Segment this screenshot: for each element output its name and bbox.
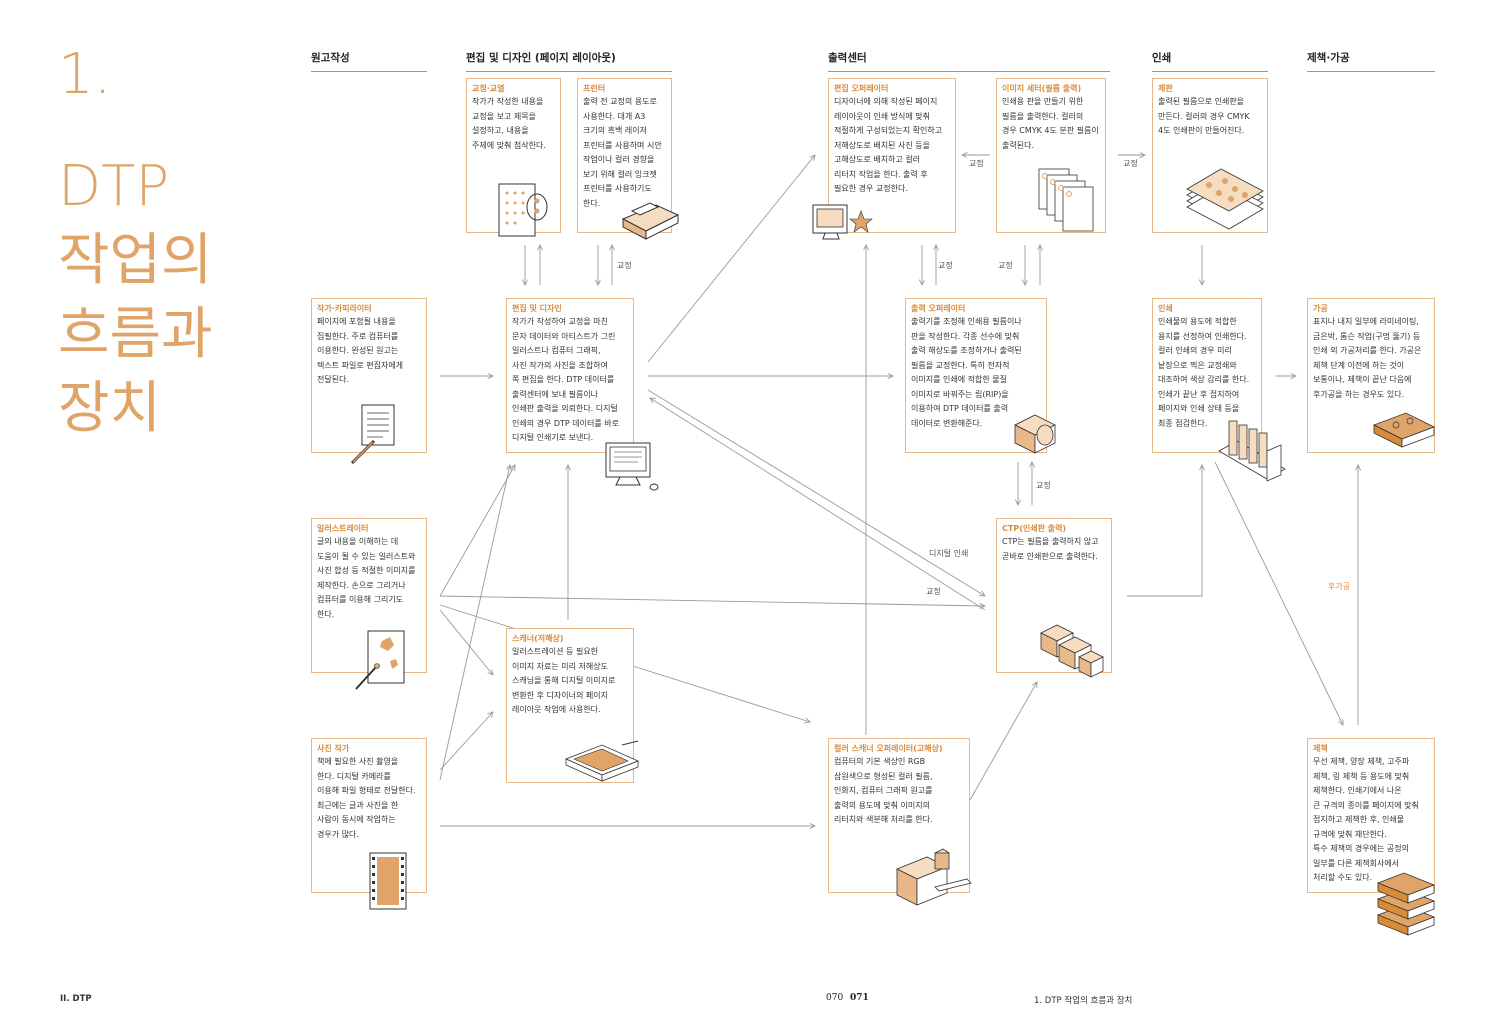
manuscript-pen-icon [350, 404, 395, 465]
column-header-binding: 제책·가공 [1307, 50, 1435, 72]
box-copywriter-title: 작가·카피라이터 [317, 304, 372, 313]
label-proof-6: 교정 [1035, 480, 1052, 491]
box-edit-design-title: 편집 및 디자인 [512, 304, 562, 313]
page-title: DTP 작업의 흐름과 장치 [58, 150, 213, 446]
box-scanner-high-title: 컬러 스캐너 오퍼레이터(고해상) [834, 744, 943, 753]
box-scanner-high: 컬러 스캐너 오퍼레이터(고해상) 컴퓨터의 기본 색상인 RGB 삼원색으로 … [828, 738, 972, 906]
box-photographer: 사진 작가 책에 필요한 사진 촬영을 한다. 디지털 카메라를 이용해 파일 … [311, 738, 427, 910]
box-illustrator-text: 글의 내용을 이해하는 데 도움이 될 수 있는 일러스트와 사진 합성 등 적… [317, 537, 416, 619]
title-line-2: 작업의 [58, 228, 213, 293]
box-photographer-text: 책에 필요한 사진 촬영을 한다. 디지털 카메라를 이용해 파일 형태로 전달… [317, 757, 416, 839]
label-proof-7: 교정 [925, 586, 942, 597]
rip-machine-icon [1014, 414, 1056, 454]
computer-monitor-icon [812, 204, 873, 240]
box-output-operator-text: 출력기를 조정해 인쇄용 필름이나 판을 작성한다. 각종 선수에 맞춰 출력 … [911, 317, 1022, 428]
footer-chapter: 1. DTP 작업의 흐름과 장치 [1034, 996, 1133, 1006]
box-illustrator-title: 일러스트레이터 [317, 524, 369, 533]
box-imagesetter-title: 이미지 세터(필름 출력) [1002, 84, 1082, 93]
label-proof-4: 교정 [937, 260, 954, 271]
footer-section: II. DTP [60, 994, 92, 1004]
box-proofreading: 교정·교열 작가가 작성한 내용을 교정을 보고 제목을 설정하고, 내용을 주… [466, 78, 561, 237]
computer-monitor-icon [605, 442, 659, 491]
page-number-right: 071 [850, 993, 869, 1003]
box-edit-design-text: 작가가 작성하여 교정을 마친 문자 데이터와 아티스트가 그린 일러스트나 컴… [512, 317, 620, 442]
label-digital-print: 디지털 인쇄 [928, 548, 970, 559]
box-printer: 프린터 출력 전 교정의 용도로 사용한다. 대개 A3 크기의 흑백 레이저 … [577, 78, 680, 240]
box-binding-text: 무선 제책, 양장 제책, 고주파 제책, 링 제책 등 용도에 맞춰 제책한다… [1313, 757, 1419, 882]
film-strip-icon [369, 852, 407, 910]
box-scanner-low-title: 스캐너(저해상) [512, 634, 564, 643]
drum-scanner-icon [896, 848, 972, 906]
box-edit-design: 편집 및 디자인 작가가 작성하여 교정을 마친 문자 데이터와 아티스트가 그… [506, 298, 659, 491]
title-line-3: 흐름과 [58, 302, 213, 367]
column-header-output: 출력센터 [828, 50, 1110, 72]
box-printer-title: 프린터 [583, 84, 606, 93]
box-processing: 가공 표지나 내지 일부에 라미네이팅, 금은박, 톰슨 작업(구멍 뚫기) 등… [1307, 298, 1435, 453]
illustration-brush-icon [355, 630, 405, 690]
label-proof-2: 교정 [968, 158, 985, 169]
box-output-operator: 출력 오퍼레이터 출력기를 조정해 인쇄용 필름이나 판을 작성한다. 각종 선… [905, 298, 1056, 454]
box-platemaking: 제판 출력된 필름으로 인쇄판을 만든다. 컬러의 경우 CMYK 4도 인쇄판… [1152, 78, 1268, 233]
page-number-left: 070 [826, 993, 844, 1003]
box-copywriter: 작가·카피라이터 페이지에 포함될 내용을 집필한다. 주로 컴퓨터를 이용한다… [311, 298, 427, 465]
book-stack-icon [1376, 872, 1436, 936]
box-platemaking-title: 제판 [1158, 84, 1173, 93]
book-icon [1373, 412, 1435, 448]
box-imagesetter-text: 인쇄용 판을 만들기 위한 필름을 출력한다. 컬러의 경우 CMYK 4도 분… [1002, 97, 1099, 150]
box-binding: 제책 무선 제책, 양장 제책, 고주파 제책, 링 제책 등 용도에 맞춰 제… [1307, 738, 1436, 936]
box-proofreading-title: 교정·교열 [472, 84, 505, 93]
box-binding-title: 제책 [1313, 744, 1328, 753]
box-ctp-title: CTP(인쇄판 출력) [1002, 524, 1067, 533]
box-platemaking-text: 출력된 필름으로 인쇄판을 만든다. 컬러의 경우 CMYK 4도 인쇄판이 만… [1158, 97, 1250, 135]
box-edit-operator-text: 디자이너에 의해 작성된 페이지 레이아웃이 인쇄 방식에 맞춰 적절하게 구성… [834, 97, 943, 193]
box-photographer-title: 사진 작가 [317, 744, 350, 753]
label-proof-3: 교정 [1122, 158, 1139, 169]
box-ctp-text: CTP는 필름을 출력하지 않고 곧바로 인쇄판으로 출력한다. [1002, 537, 1099, 561]
box-copywriter-text: 페이지에 포함될 내용을 집필한다. 주로 컴퓨터를 이용한다. 완성된 원고는… [317, 317, 404, 384]
title-number: 1. [58, 42, 112, 107]
box-edit-operator: 편집 오퍼레이터 디자이너에 의해 작성된 페이지 레이아웃이 인쇄 방식에 맞… [812, 78, 956, 240]
box-scanner-low: 스캐너(저해상) 일러스트레이션 등 필요한 이미지 자료는 미리 저해상도 스… [506, 628, 640, 783]
flatbed-scanner-icon [564, 740, 640, 782]
box-printing-text: 인쇄물의 용도에 적합한 용지를 선정하여 인쇄한다. 컬러 인쇄의 경우 미리… [1158, 317, 1250, 428]
box-imagesetter: 이미지 세터(필름 출력) 인쇄용 판을 만들기 위한 필름을 출력한다. 컬러… [996, 78, 1106, 233]
printing-press-icon [1218, 420, 1286, 482]
box-processing-title: 가공 [1313, 304, 1328, 313]
title-line-4: 장치 [58, 376, 162, 441]
box-illustrator: 일러스트레이터 글의 내용을 이해하는 데 도움이 될 수 있는 일러스트와 사… [311, 518, 427, 690]
box-processing-text: 표지나 내지 일부에 라미네이팅, 금은박, 톰슨 작업(구멍 뚫기) 등 인쇄… [1313, 317, 1422, 399]
box-printing: 인쇄 인쇄물의 용도에 적합한 용지를 선정하여 인쇄한다. 컬러 인쇄의 경우… [1152, 298, 1286, 482]
printing-plates-icon [1186, 168, 1264, 230]
box-output-operator-title: 출력 오퍼레이터 [911, 304, 966, 313]
box-proofreading-text: 작가가 작성한 내용을 교정을 보고 제목을 설정하고, 내용을 주제에 맞춰 … [472, 97, 546, 150]
label-proof-1: 교정 [616, 260, 633, 271]
document-proof-icon [498, 183, 548, 237]
title-line-1: DTP [58, 154, 170, 219]
label-proof-5: 교정 [997, 260, 1014, 271]
ctp-blocks-icon [1040, 624, 1104, 678]
box-printing-title: 인쇄 [1158, 304, 1173, 313]
column-header-printing: 인쇄 [1152, 50, 1268, 72]
laser-printer-icon [621, 202, 680, 240]
column-header-manuscript: 원고작성 [311, 50, 427, 72]
box-ctp: CTP(인쇄판 출력) CTP는 필름을 출력하지 않고 곧바로 인쇄판으로 출… [996, 518, 1112, 678]
label-post-processing: 후가공 [1327, 581, 1352, 592]
box-edit-operator-title: 편집 오퍼레이터 [834, 84, 889, 93]
box-scanner-low-text: 일러스트레이션 등 필요한 이미지 자료는 미리 저해상도 스캐닝을 통해 디지… [512, 647, 616, 714]
column-header-editing: 편집 및 디자인 (페이지 레이아웃) [466, 50, 672, 72]
film-sheets-icon [1038, 168, 1094, 232]
box-printer-text: 출력 전 교정의 용도로 사용한다. 대개 A3 크기의 흑백 레이저 프린터를… [583, 97, 662, 208]
box-scanner-high-text: 컴퓨터의 기본 색상인 RGB 삼원색으로 형성된 컬러 필름, 인화지, 컴퓨… [834, 757, 933, 824]
